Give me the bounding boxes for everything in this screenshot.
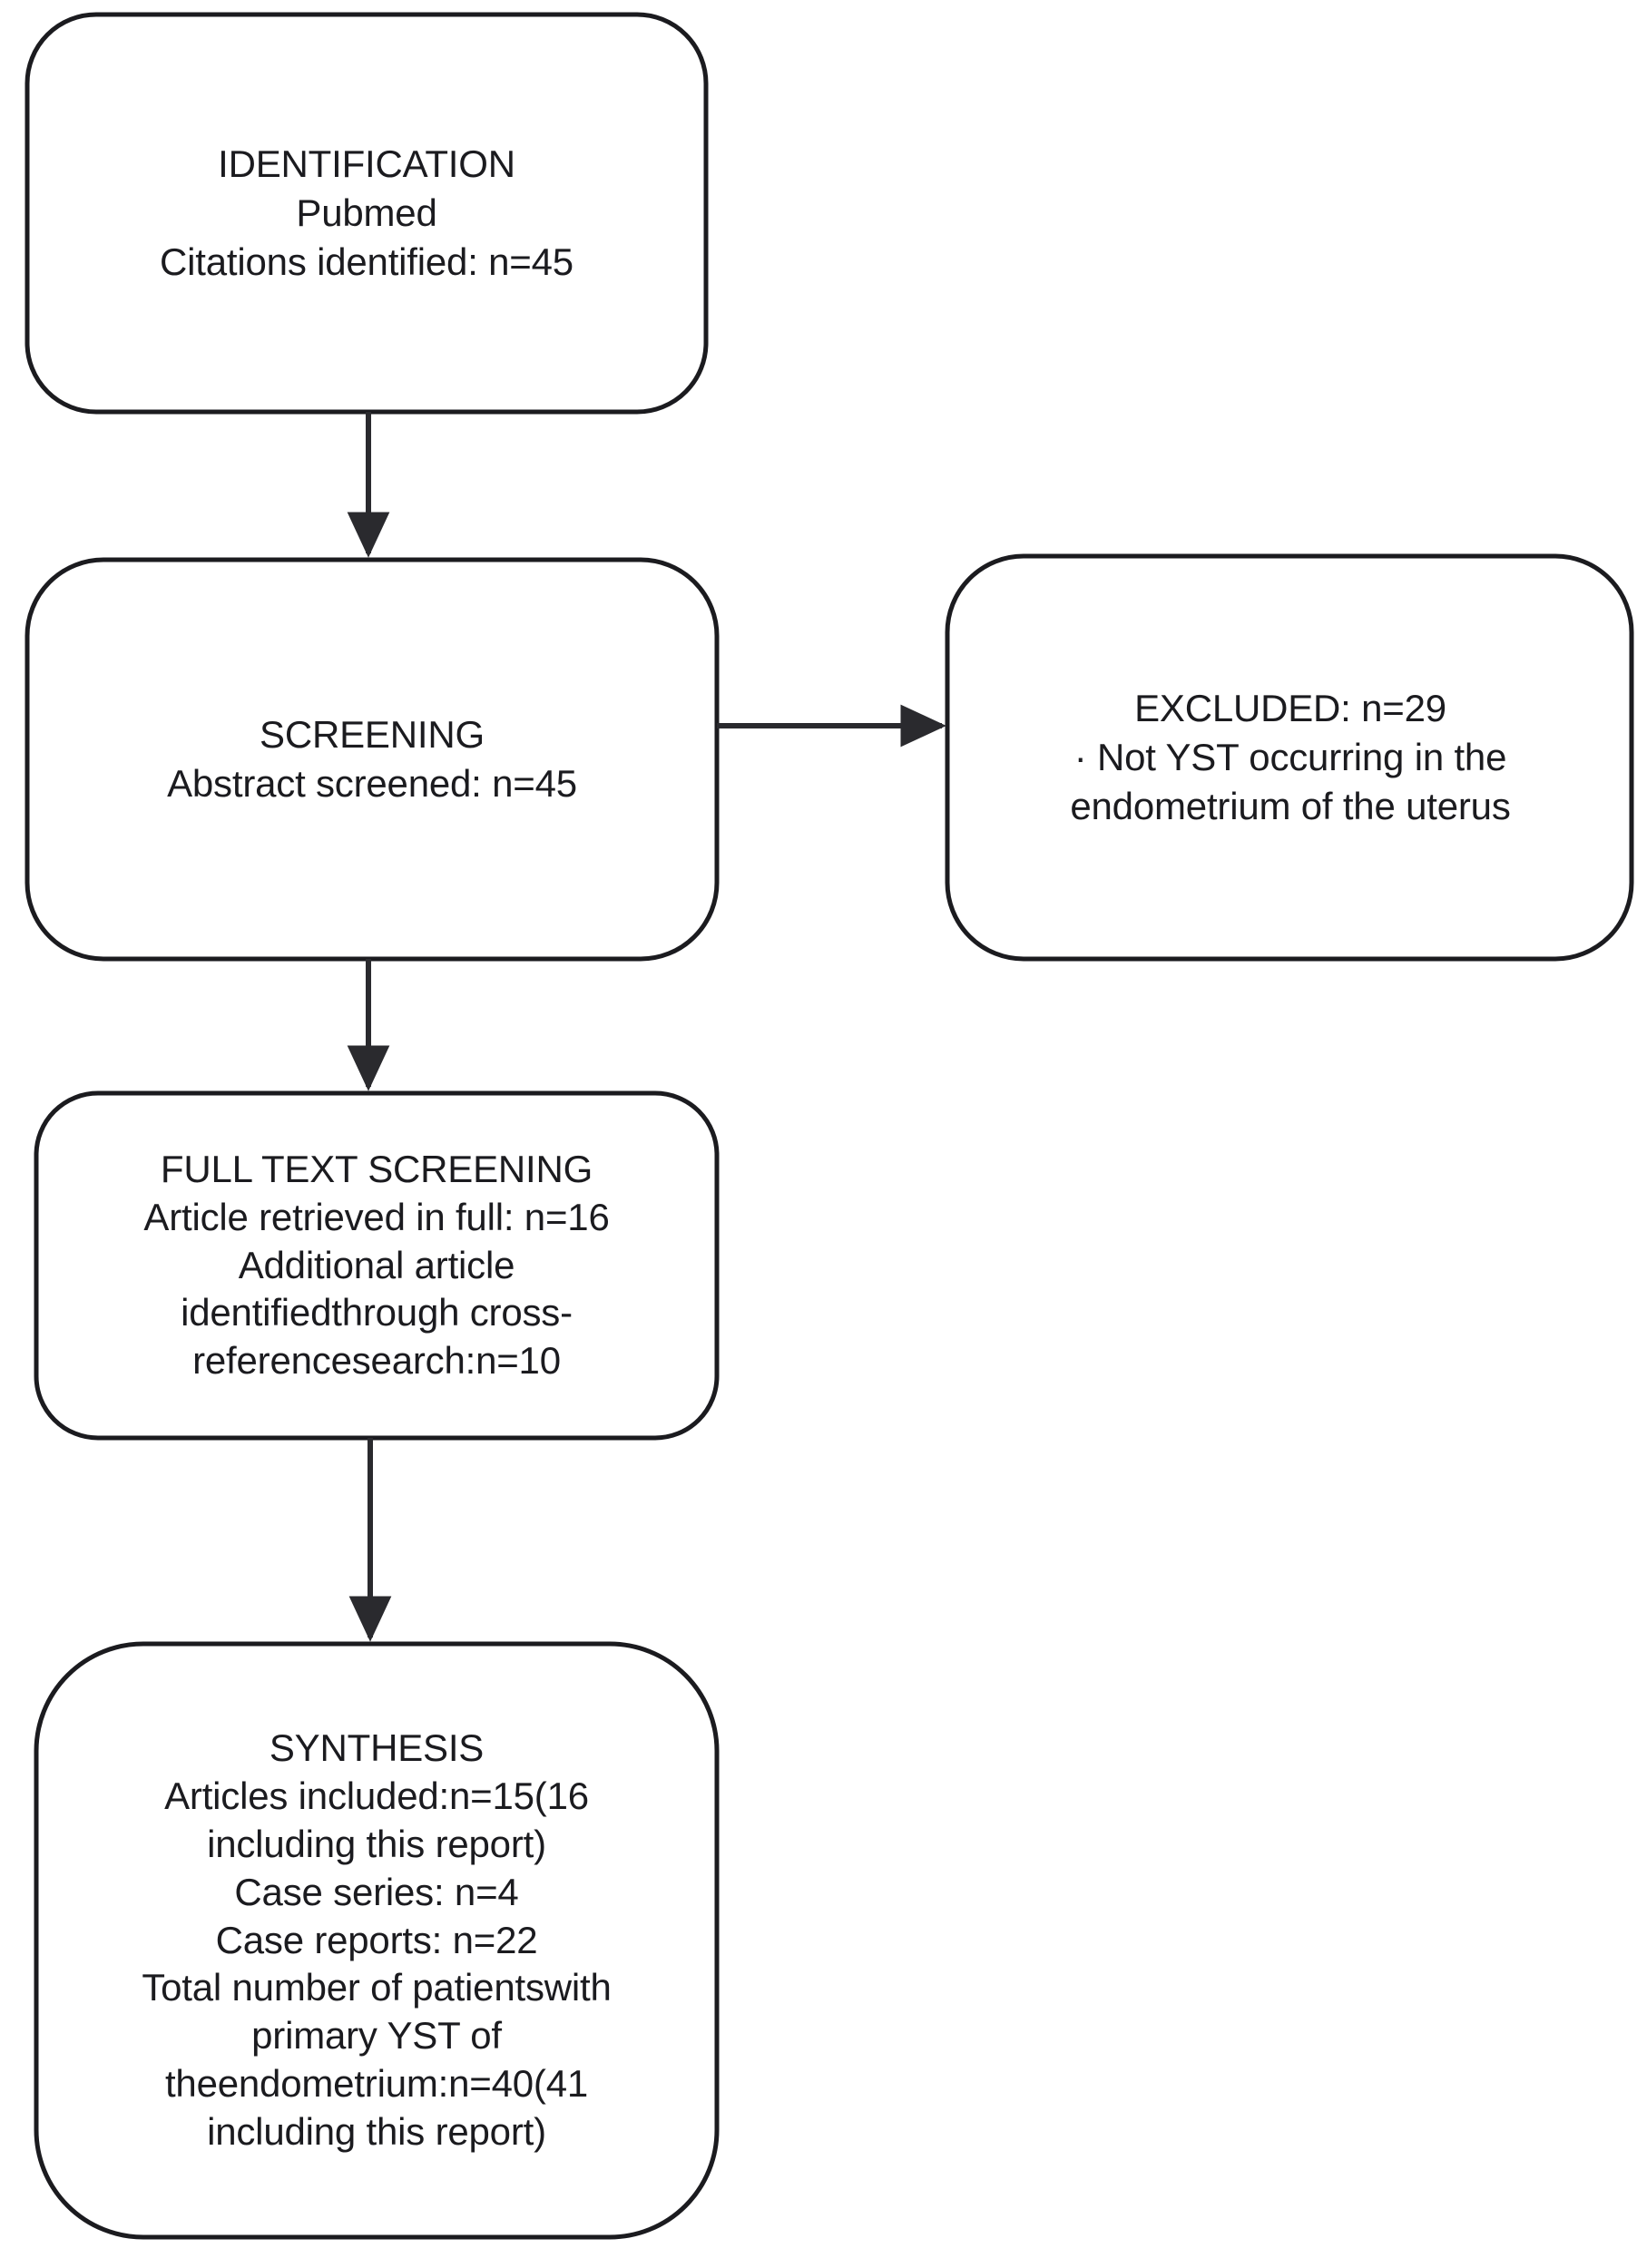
node-identification-text: IDENTIFICATION Pubmed Citations identifi… (160, 142, 573, 284)
node-identification[interactable]: IDENTIFICATION Pubmed Citations identifi… (27, 15, 706, 412)
node-shape-excluded (945, 553, 1634, 962)
node-shape-synthesis (34, 1641, 720, 2240)
node-screening-text: SCREENING Abstract screened: n=45 (167, 712, 577, 805)
node-full-text-screening-text: FULL TEXT SCREENING Article retrieved in… (143, 1147, 610, 1383)
node-excluded[interactable]: EXCLUDED: n=29 · Not YST occurring in th… (947, 556, 1633, 959)
node-shape-screening (25, 557, 720, 962)
node-synthesis-text: SYNTHESIS Articles included:n=15(16 incl… (142, 1725, 612, 2154)
node-shape-fulltext (34, 1090, 720, 1441)
node-excluded-text: EXCLUDED: n=29 · Not YST occurring in th… (1070, 686, 1511, 828)
node-synthesis[interactable]: SYNTHESIS Articles included:n=15(16 incl… (36, 1644, 717, 2237)
node-screening[interactable]: SCREENING Abstract screened: n=45 (27, 560, 717, 959)
node-full-text-screening[interactable]: FULL TEXT SCREENING Article retrieved in… (36, 1093, 717, 1438)
